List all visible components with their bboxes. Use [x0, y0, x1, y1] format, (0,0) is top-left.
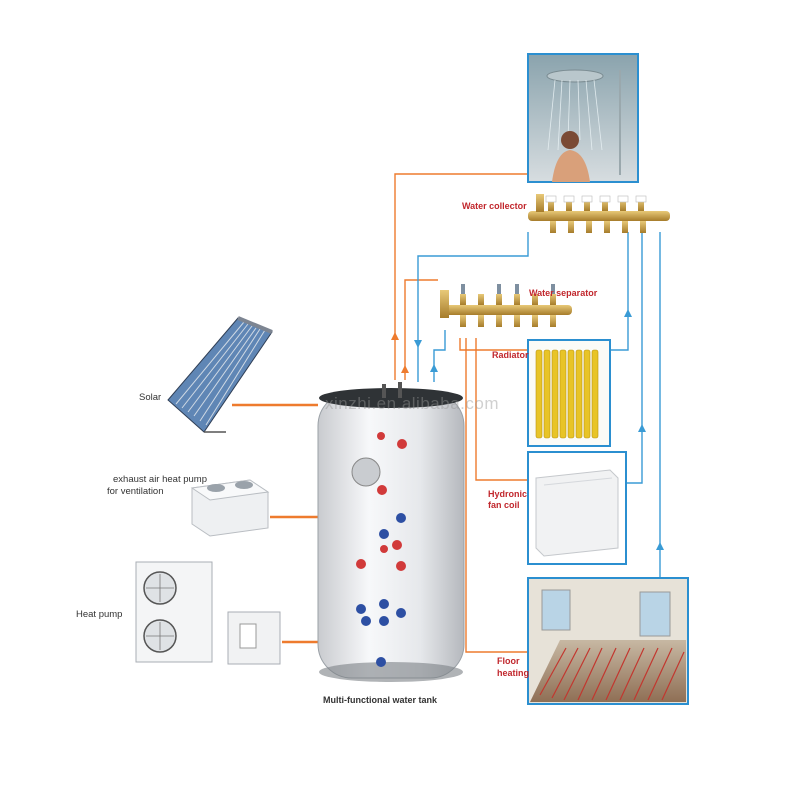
cold-pipe-collector: [417, 232, 529, 382]
solar-collector-image: [167, 316, 273, 433]
water-tank: [317, 382, 465, 682]
cold-pipe-radiator: [610, 232, 629, 351]
pipe-network: [232, 173, 661, 653]
arrow-up-1: [391, 332, 399, 340]
flow-arrows: [391, 309, 664, 550]
arrow-up-2: [401, 365, 409, 373]
arrow-up-6: [656, 542, 664, 550]
arrow-down-1: [414, 340, 422, 348]
exhaust-label-line2: for ventilation: [107, 486, 164, 497]
heat-pump-label: Heat pump: [76, 609, 123, 620]
floor-label-line1: Floor: [497, 656, 520, 666]
tank-label: Multi-functional water tank: [323, 695, 438, 705]
hot-pipe-radiator: [459, 338, 528, 351]
radiator-image: [527, 339, 611, 447]
water-separator: [440, 284, 572, 327]
tank-ports: [356, 432, 407, 667]
watermark: xinzhi.en.alibaba.com: [325, 394, 499, 413]
water-collector-label: Water collector: [462, 201, 527, 211]
hot-pipe-separator: [404, 279, 438, 380]
fan-coil-label-line2: fan coil: [488, 500, 520, 510]
arrow-up-3: [430, 364, 438, 372]
floor-heating-image: [527, 577, 689, 705]
cold-pipe-fancoil: [622, 232, 643, 484]
water-collector: [528, 194, 670, 233]
shower-image: [527, 53, 639, 183]
water-separator-label: Water separator: [529, 288, 598, 298]
fan-coil-label-line1: Hydronic: [488, 489, 528, 499]
floor-label-line2: heating: [497, 668, 530, 678]
arrow-up-4: [624, 309, 632, 317]
solar-label: Solar: [139, 392, 162, 403]
fan-coil-image: [527, 451, 627, 565]
heat-pump-image: [135, 561, 281, 665]
hot-pipe-fancoil: [475, 338, 528, 481]
cold-pipe-return: [433, 330, 446, 382]
hot-pipe-floor: [465, 338, 528, 653]
exhaust-air-unit-image: [190, 479, 270, 537]
hot-pipe-shower: [394, 173, 528, 380]
radiator-label: Radiator: [492, 350, 529, 360]
arrow-up-5: [638, 424, 646, 432]
exhaust-label-line1: exhaust air heat pump: [113, 474, 208, 485]
